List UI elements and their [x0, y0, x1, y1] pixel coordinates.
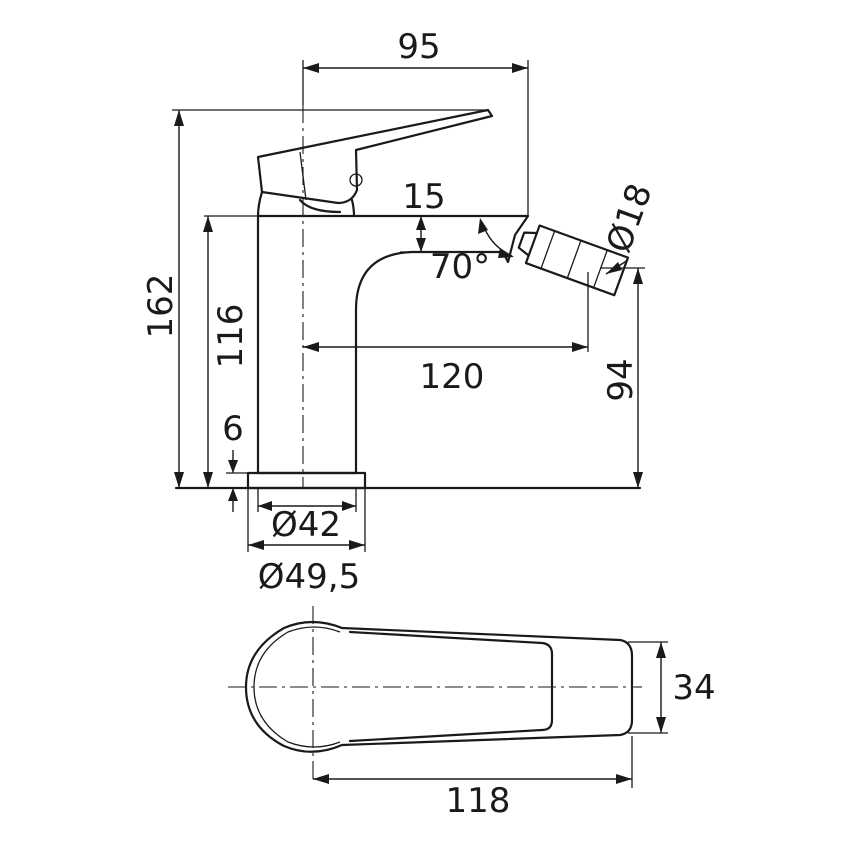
lever-pivot — [349, 173, 363, 187]
label-top-view-length: 118 — [446, 781, 511, 821]
cartridge-cap — [256, 190, 356, 218]
top-base-outline — [244, 620, 344, 753]
dimension-base-thickness: 6 — [222, 409, 248, 512]
base-flange — [246, 471, 367, 490]
dimension-nozzle-diameter: Ø18 — [599, 178, 661, 275]
label-top-width: 95 — [397, 27, 440, 67]
dimension-total-height: 162 — [141, 109, 488, 488]
dimension-top-view-width: 34 — [628, 641, 716, 734]
dimension-inner-base-diameter: Ø42 — [257, 488, 357, 545]
lever-detail — [299, 151, 307, 201]
dimension-spout-height: 116 — [203, 215, 258, 488]
dimension-reach: 120 — [303, 272, 589, 397]
dimension-top-view-length: 118 — [313, 736, 633, 821]
top-base-inner-outline — [253, 626, 341, 748]
top-view — [228, 606, 642, 782]
aerator-nozzle — [517, 224, 630, 297]
label-total-height: 162 — [141, 274, 181, 339]
dimension-outlet-height: 94 — [600, 267, 645, 488]
label-nozzle-diameter: Ø18 — [599, 178, 661, 257]
dimension-top-width: 95 — [302, 27, 529, 216]
label-top-view-width: 34 — [672, 668, 715, 708]
lever-handle — [256, 108, 494, 205]
label-angle: 70° — [430, 247, 490, 287]
top-lever-outline — [340, 626, 634, 747]
top-lever-face — [348, 630, 554, 743]
dimension-angle: 70° — [430, 218, 514, 287]
side-view — [174, 105, 642, 490]
dimension-spout-offset: 15 — [400, 177, 446, 253]
label-outer-base-diameter: Ø49,5 — [258, 557, 360, 597]
label-base-thickness: 6 — [222, 409, 244, 449]
label-reach: 120 — [420, 357, 485, 397]
label-spout-offset: 15 — [402, 177, 445, 217]
dimension-outer-base-diameter: Ø49,5 — [247, 488, 366, 597]
label-inner-base-diameter: Ø42 — [271, 505, 341, 545]
label-outlet-height: 94 — [601, 358, 641, 401]
label-spout-height: 116 — [211, 304, 251, 369]
